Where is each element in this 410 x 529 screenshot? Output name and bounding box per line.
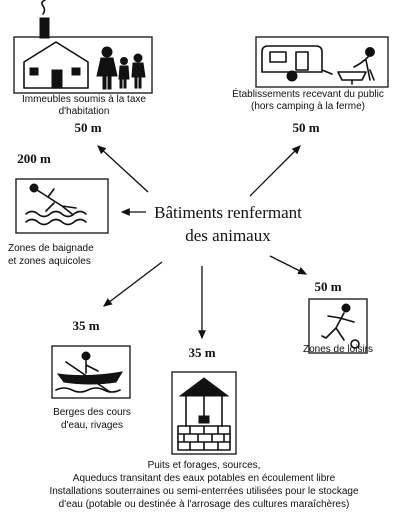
caravan-camping-icon [255, 36, 389, 88]
swimmer-icon [15, 178, 109, 234]
label-berges-line2: d'eau, rivages [61, 420, 123, 431]
water-well-icon [171, 371, 237, 455]
house-family-icon [13, 0, 153, 94]
label-public-line2: (hors camping à la ferme) [251, 101, 365, 112]
arrow-habitation [97, 145, 149, 193]
label-public-line1: Établissements recevant du public [232, 87, 384, 100]
label-puits-line3: Installations souterraines ou semi-enter… [49, 486, 358, 497]
arrow-berges [102, 261, 163, 307]
center-title-line1: Bâtiments renfermant [154, 203, 302, 222]
label-puits-line1: Puits et forages, sources, [148, 460, 261, 471]
label-baignade-line2: et zones aquicoles [8, 256, 91, 267]
soccer-player-icon [308, 298, 368, 354]
label-habitation-line1: Immeubles soumis à la taxe [22, 94, 146, 105]
distance-berges: 35 m [72, 318, 99, 333]
distance-puits: 35 m [188, 345, 215, 360]
arrow-public [249, 145, 301, 197]
label-puits-line2: Aqueducs transitant des eaux potables en… [73, 473, 336, 484]
center-title-line2: des animaux [185, 226, 271, 245]
distance-baignade: 200 m [17, 151, 51, 166]
arrow-loisirs [269, 255, 308, 275]
rowing-boat-icon [51, 345, 131, 399]
label-baignade-line1: Zones de baignade [8, 243, 94, 254]
label-loisirs: Zones de loisirs [303, 344, 373, 355]
label-berges-line1: Berges des cours [53, 407, 131, 418]
distance-loisirs: 50 m [314, 279, 341, 294]
distance-public: 50 m [292, 120, 319, 135]
distance-habitation: 50 m [74, 120, 101, 135]
label-habitation-line2: d'habitation [59, 106, 110, 117]
label-puits-line4: d'eau (potable ou destinée à l'arrosage … [59, 499, 350, 510]
